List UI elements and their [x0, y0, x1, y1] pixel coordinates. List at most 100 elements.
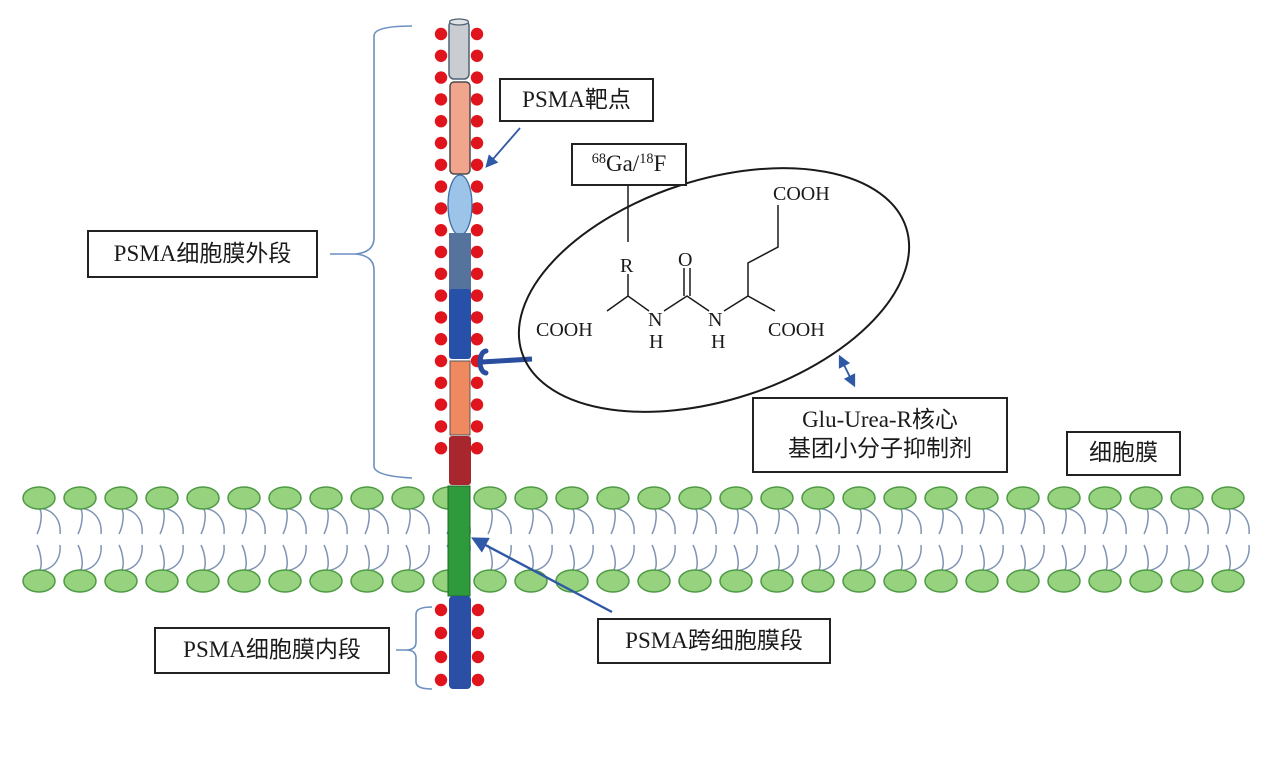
glycan-dot	[470, 93, 484, 106]
lipid-tail	[1063, 507, 1086, 535]
lipid-head	[842, 569, 876, 593]
lipid-tail	[774, 507, 780, 535]
lipid-tail	[1186, 507, 1209, 535]
lipid-tail	[1227, 544, 1250, 572]
lipid-head	[801, 486, 835, 510]
lipid-tail	[612, 544, 635, 572]
lipid-tail	[1143, 544, 1149, 572]
lipid-tail	[1102, 544, 1108, 572]
lipid-tail	[940, 507, 963, 535]
lipid-tail	[284, 544, 307, 572]
glycan-dot	[434, 442, 448, 455]
lipid-head	[1211, 486, 1245, 510]
lipid-head	[104, 486, 138, 510]
lipid-tail	[38, 507, 61, 535]
lipid-tail	[692, 544, 698, 572]
lipid-head	[63, 486, 97, 510]
lipid-head	[186, 486, 220, 510]
lipid-tail	[366, 544, 389, 572]
segment-orange	[449, 360, 471, 436]
lipid-tail	[530, 544, 553, 572]
lipid-tail	[1022, 544, 1045, 572]
glycan-dot	[434, 626, 448, 640]
lipid-tail	[653, 507, 676, 535]
extracellular-segment-text: PSMA细胞膜外段	[113, 240, 292, 266]
psma-protein	[447, 18, 473, 689]
lipid-tail	[1020, 544, 1026, 572]
lipid-tail	[981, 544, 1004, 572]
lipid-tail	[817, 544, 840, 572]
lipid-tail	[569, 544, 575, 572]
glycan-dot	[434, 333, 448, 346]
glycan-dot	[434, 398, 448, 411]
lipid-tail	[282, 544, 288, 572]
glycan-dot	[470, 420, 484, 433]
lipid-tail	[366, 507, 389, 535]
lipid-tail	[77, 507, 83, 535]
lipid-tail	[897, 544, 903, 572]
lipid-head	[924, 486, 958, 510]
segment-transmembrane	[447, 485, 471, 597]
segment-intracellular	[449, 596, 471, 689]
lipid-tail	[243, 507, 266, 535]
segment-dark-red	[449, 436, 471, 485]
glycan-dot	[434, 673, 448, 687]
lipid-tail	[979, 544, 985, 572]
lipid-tail	[284, 507, 307, 535]
lipid-head	[678, 486, 712, 510]
molecule-atoms: R O N H N H COOH COOH COOH	[536, 183, 830, 353]
lipid-tail	[694, 507, 717, 535]
lipid-tail	[612, 507, 635, 535]
glycan-dot	[470, 180, 484, 193]
glycan-dot	[470, 71, 484, 84]
glycan-dot	[434, 27, 448, 41]
lipid-tail	[571, 507, 594, 535]
lipid-tail	[36, 507, 42, 535]
lipid-tail	[1184, 507, 1190, 535]
lipid-tail	[1225, 507, 1231, 535]
lipid-head	[555, 486, 589, 510]
glycan-dot	[470, 398, 484, 411]
inhibitor-text-line2: 基团小分子抑制剂	[788, 436, 972, 461]
lipid-head	[350, 569, 384, 593]
lipid-head	[596, 569, 630, 593]
transmembrane-arrow	[471, 537, 613, 614]
lipid-tail	[528, 507, 534, 535]
lipid-tail	[487, 507, 493, 535]
lipid-tail	[651, 544, 657, 572]
lipid-head	[924, 569, 958, 593]
psma-target-arrow	[485, 127, 521, 168]
lipid-head	[391, 569, 425, 593]
glycan-dot	[434, 267, 448, 280]
glycan-dot	[434, 420, 448, 433]
lipid-tail	[776, 544, 799, 572]
lipid-head	[883, 486, 917, 510]
cooh-left: COOH	[536, 319, 593, 341]
segment-salmon	[449, 81, 471, 175]
transmembrane-segment-label: PSMA跨细胞膜段	[597, 618, 831, 664]
lipid-head	[514, 569, 548, 593]
lipid-tail	[899, 544, 922, 572]
lipid-tail	[1104, 507, 1127, 535]
lipid-tail	[856, 544, 862, 572]
lipid-tail	[897, 507, 903, 535]
lipid-head	[637, 486, 671, 510]
lipid-tail	[405, 544, 411, 572]
nh-left-n: N	[648, 309, 662, 331]
glycan-dot	[434, 354, 448, 368]
lipid-tail	[858, 507, 881, 535]
lipid-tail	[1145, 544, 1168, 572]
lipid-head	[760, 486, 794, 510]
lipid-tail	[653, 544, 676, 572]
lipid-head	[22, 486, 56, 510]
lipid-tail	[815, 507, 821, 535]
lipid-tail	[694, 544, 717, 572]
lipid-tail	[407, 507, 430, 535]
lipid-tail	[202, 544, 225, 572]
glycan-dot	[471, 673, 485, 687]
glycan-dot	[434, 603, 448, 617]
extracellular-bracket	[330, 25, 413, 479]
psma-target-label: PSMA靶点	[499, 78, 654, 122]
lipid-head	[842, 486, 876, 510]
cell-membrane-label: 细胞膜	[1066, 431, 1181, 476]
